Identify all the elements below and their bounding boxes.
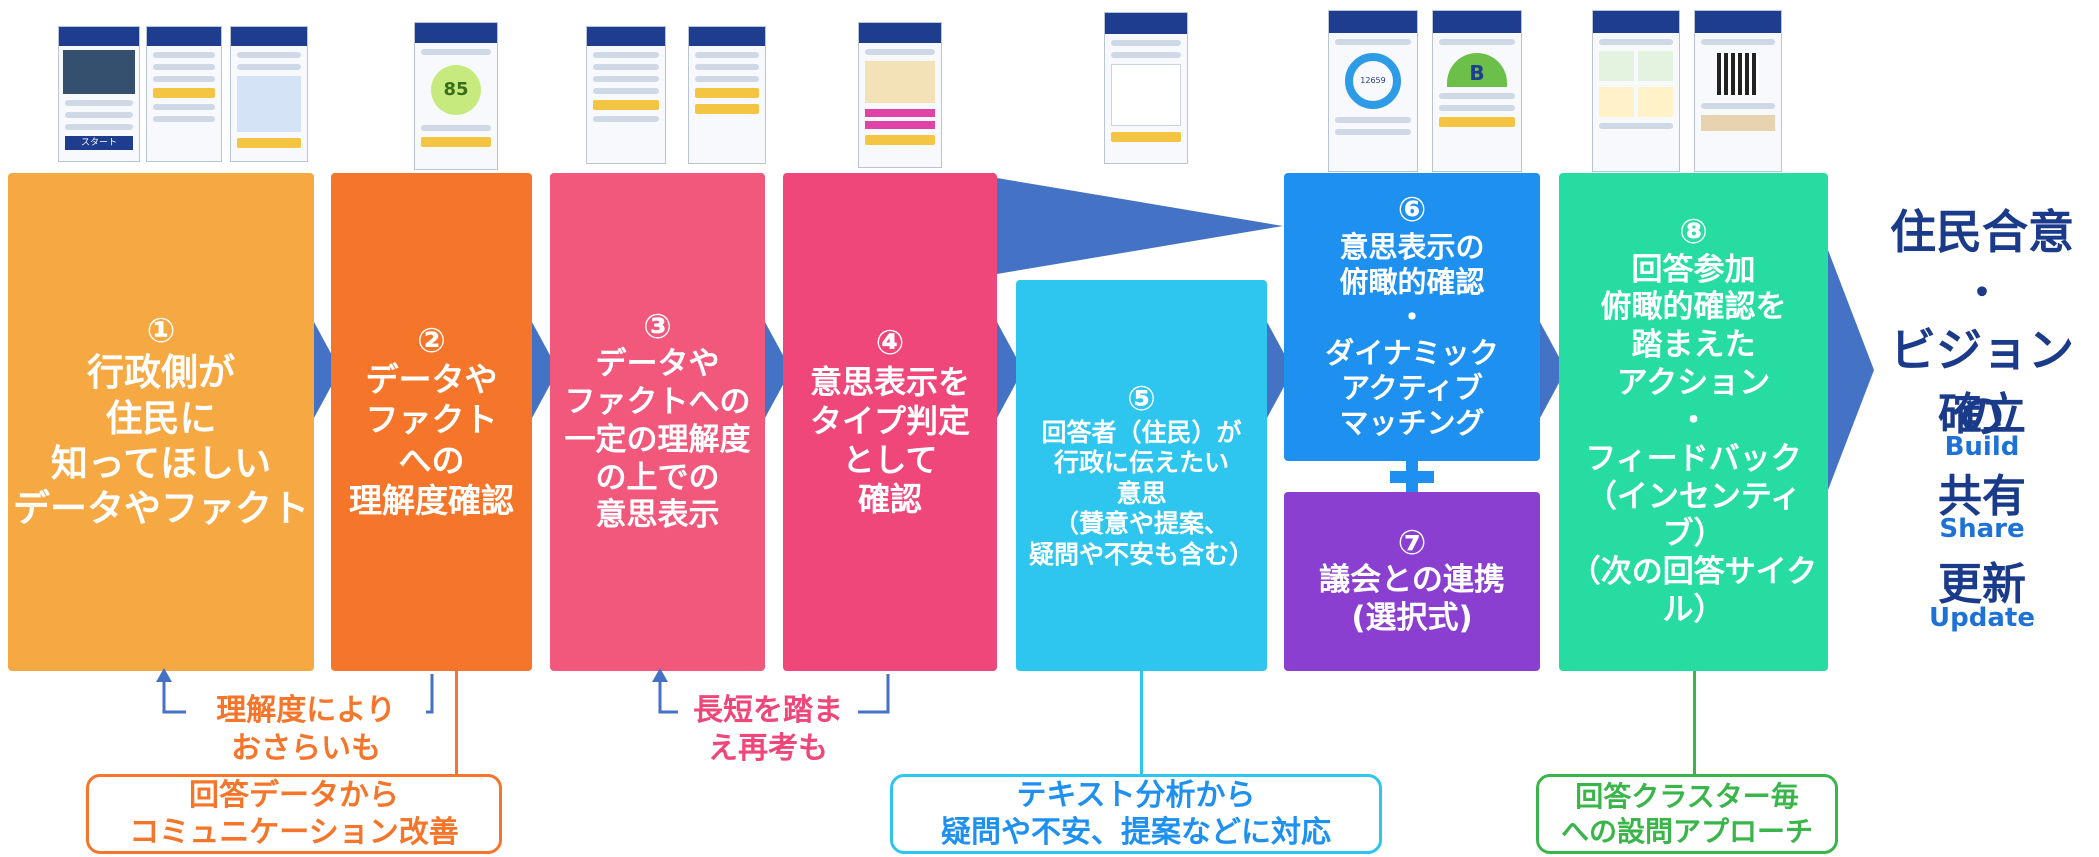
outcome-update-jp: 更新 (1938, 559, 2026, 610)
score-circle: 85 (431, 65, 481, 116)
step-2-number: ② (417, 320, 446, 361)
app-screenshot-qrcode (1694, 10, 1782, 172)
step-8-text: 回答参加 俯瞰的確認を 踏まえた アクション ・ フィードバック （インセンティ… (1569, 251, 1818, 628)
app-screenshot-score: 85 (414, 22, 498, 170)
step-2-text: データや ファクト への 理解度確認 (349, 360, 514, 520)
callout-communication: 回答データから コミュニケーション改善 (86, 774, 502, 854)
app-screenshot-question-2b (688, 26, 766, 164)
outcome-line-2: ビジョンの (1890, 323, 2074, 443)
connector-comm (455, 671, 458, 774)
outcome-dot: ・ (1962, 270, 2002, 316)
step-6-number: ⑥ (1397, 190, 1427, 231)
plus-icon (1390, 455, 1434, 499)
step-5-text: 回答者（住民）が 行政に伝えたい 意思 （賛意や提案、 疑問や不安も含む） (1028, 417, 1254, 569)
outcome-update-en: Update (1929, 603, 2035, 633)
grade-gauge: B (1447, 53, 1507, 88)
outcome-establish: 確立 (1938, 389, 2026, 440)
step-4-number: ④ (875, 323, 905, 364)
step-7-box: ⑦ 議会との連携 (選択式) (1284, 492, 1540, 671)
app-screenshot-map (230, 26, 308, 162)
app-screenshot-chart: 12659 (1328, 10, 1418, 172)
step-7-number: ⑦ (1397, 522, 1427, 563)
outcome-share-en: Share (1939, 514, 2025, 544)
step-2-box: ② データや ファクト への 理解度確認 (331, 173, 532, 671)
step-8-box: ⑧ 回答参加 俯瞰的確認を 踏まえた アクション ・ フィードバック （インセン… (1559, 173, 1828, 671)
app-screenshot-action (1592, 10, 1680, 172)
outcome-line-1: 住民合意 (1890, 205, 2074, 259)
wedge-arrow (997, 178, 1283, 274)
counter-value: 12659 (1345, 53, 1401, 110)
step-4-text: 意思表示を タイプ判定 として 確認 (809, 362, 970, 518)
step-1-text: 行政側が 住民に 知ってほしい データやファクト (13, 351, 309, 530)
app-screenshot-opinion (1104, 12, 1188, 164)
step-1-number: ① (146, 311, 176, 352)
step-4-box: ④ 意思表示を タイプ判定 として 確認 (783, 173, 997, 671)
step-6-text: 意思表示の 俯瞰的確認 ・ ダイナミック アクティブ マッチング (1325, 229, 1499, 441)
app-screenshot-question-1 (146, 26, 222, 162)
step-1-box: ① 行政側が 住民に 知ってほしい データやファクト (8, 173, 314, 671)
step-6-box: ⑥ 意思表示の 俯瞰的確認 ・ ダイナミック アクティブ マッチング (1284, 173, 1540, 461)
callout-cluster: 回答クラスター毎 への設問アプローチ (1536, 774, 1838, 854)
app-screenshot-type (858, 22, 942, 168)
step-7-text: 議会との連携 (選択式) (1319, 562, 1505, 637)
loop-label-review: 理解度により おさらいも (186, 692, 426, 767)
outcome-build: Build (1944, 432, 2020, 462)
step-3-number: ③ (643, 306, 672, 347)
loop-label-reconsider: 長短を踏ま え再考も (678, 692, 858, 767)
step-3-box: ③ データや ファクトへの 一定の理解度 の上での 意思表示 (550, 173, 765, 671)
app-screenshot-intro-photo: スタート (58, 26, 140, 162)
step-8-number: ⑧ (1679, 212, 1708, 253)
start-button: スタート (65, 135, 133, 150)
app-screenshot-question-2a (586, 26, 666, 164)
app-screenshot-grade: B (1432, 10, 1522, 172)
step-5-box: ⑤ 回答者（住民）が 行政に伝えたい 意思 （賛意や提案、 疑問や不安も含む） (1016, 280, 1267, 671)
connector-cluster (1693, 671, 1696, 774)
step-5-number: ⑤ (1127, 378, 1156, 419)
connector-text (1140, 671, 1143, 774)
step-3-text: データや ファクトへの 一定の理解度 の上での 意思表示 (564, 346, 751, 534)
outcome-share-jp: 共有 (1938, 471, 2026, 522)
callout-text-analysis: テキスト分析から 疑問や不安、提案などに対応 (890, 774, 1382, 854)
flow-arrow-final (1828, 250, 1874, 490)
